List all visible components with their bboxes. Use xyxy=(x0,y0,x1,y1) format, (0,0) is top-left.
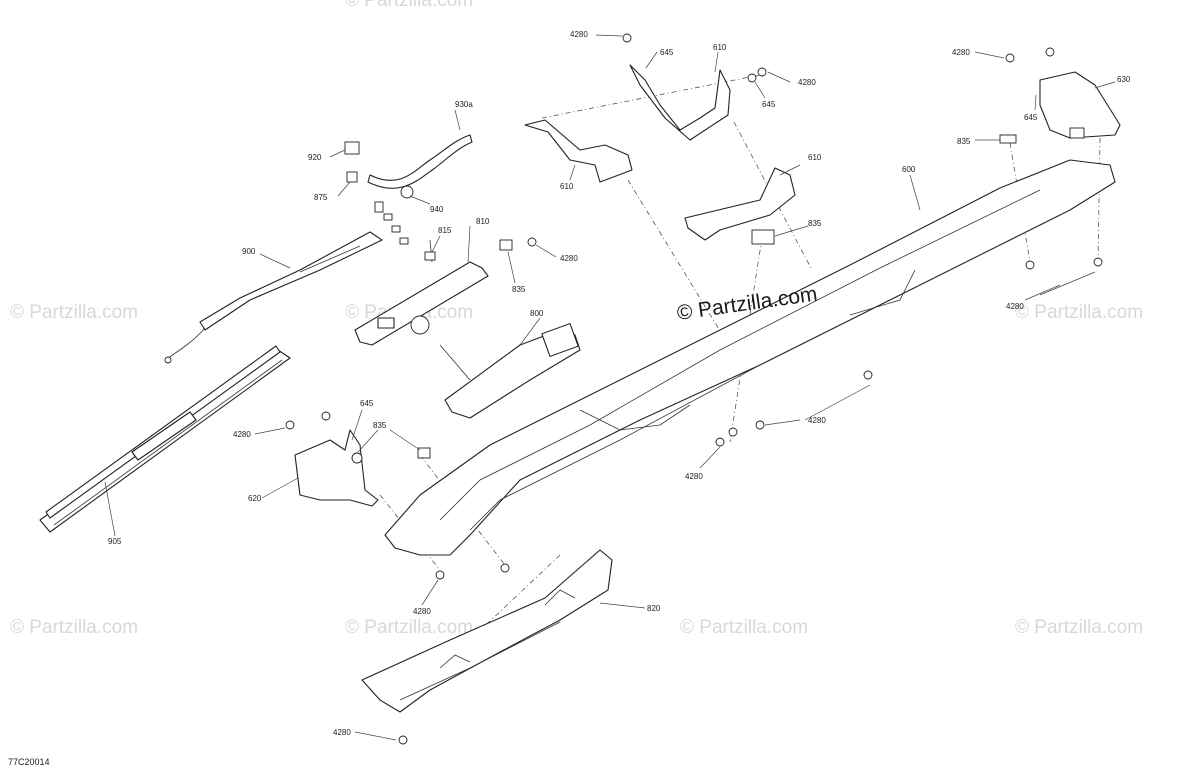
callout-4280: 4280 xyxy=(1006,302,1024,311)
callout-645: 645 xyxy=(660,48,674,57)
callout-905: 905 xyxy=(108,537,122,546)
wiper-arm-900 xyxy=(164,231,383,364)
watermark-text: © Partzilla.com xyxy=(1015,302,1143,323)
callout-610: 610 xyxy=(808,153,822,162)
callout-4280: 4280 xyxy=(685,472,703,481)
screws-4280 xyxy=(398,33,1103,745)
callout-920: 920 xyxy=(308,153,322,162)
callout-835: 835 xyxy=(957,137,971,146)
callout-645: 645 xyxy=(360,399,374,408)
diagram-code: 77C20014 xyxy=(8,757,50,767)
callout-645: 645 xyxy=(762,100,776,109)
callout-810: 810 xyxy=(476,217,490,226)
callout-630: 630 xyxy=(1117,75,1131,84)
callout-4280: 4280 xyxy=(798,78,816,87)
callout-610: 610 xyxy=(713,43,727,52)
watermark-text: © Partzilla.com xyxy=(1015,617,1143,638)
callout-4280: 4280 xyxy=(570,30,588,39)
watermark-text: © Partzilla.com xyxy=(345,617,473,638)
callout-835: 835 xyxy=(808,219,822,228)
cover-600 xyxy=(384,159,1116,556)
callout-4280: 4280 xyxy=(413,607,431,616)
bracket-620 xyxy=(285,411,431,507)
callout-815: 815 xyxy=(438,226,452,235)
callout-800: 800 xyxy=(530,309,544,318)
callout-900: 900 xyxy=(242,247,256,256)
watermark-text: © Partzilla.com xyxy=(680,617,808,638)
callout-4280: 4280 xyxy=(560,254,578,263)
callout-645: 645 xyxy=(1024,113,1038,122)
bracket-630 xyxy=(999,47,1121,144)
callout-620: 620 xyxy=(248,494,262,503)
watermark-text: © Partzilla.com xyxy=(10,617,138,638)
callout-610: 610 xyxy=(560,182,574,191)
callout-4280: 4280 xyxy=(333,728,351,737)
watermark-layer: © Partzilla.com © Partzilla.com © Partzi… xyxy=(10,0,1143,638)
callout-4280: 4280 xyxy=(233,430,251,439)
callout-835: 835 xyxy=(512,285,526,294)
callout-875: 875 xyxy=(314,193,328,202)
bracket-610 xyxy=(524,64,796,245)
callout-930a: 930a xyxy=(455,100,473,109)
callout-4280: 4280 xyxy=(952,48,970,57)
callout-4280: 4280 xyxy=(808,416,826,425)
callout-820: 820 xyxy=(647,604,661,613)
watermark-text: © Partzilla.com xyxy=(345,0,473,11)
callout-labels: 4280 645 610 4280 645 4280 630 645 835 9… xyxy=(108,30,1131,737)
callout-940: 940 xyxy=(430,205,444,214)
washer-hose-930a xyxy=(344,134,473,245)
leader-lines xyxy=(104,34,1116,741)
callout-835: 835 xyxy=(373,421,387,430)
lower-cover-820 xyxy=(361,549,613,713)
wiper-blade-905 xyxy=(39,345,291,533)
wiper-motor-assembly xyxy=(354,237,581,419)
watermark-text: © Partzilla.com xyxy=(10,302,138,323)
callout-600: 600 xyxy=(902,165,916,174)
